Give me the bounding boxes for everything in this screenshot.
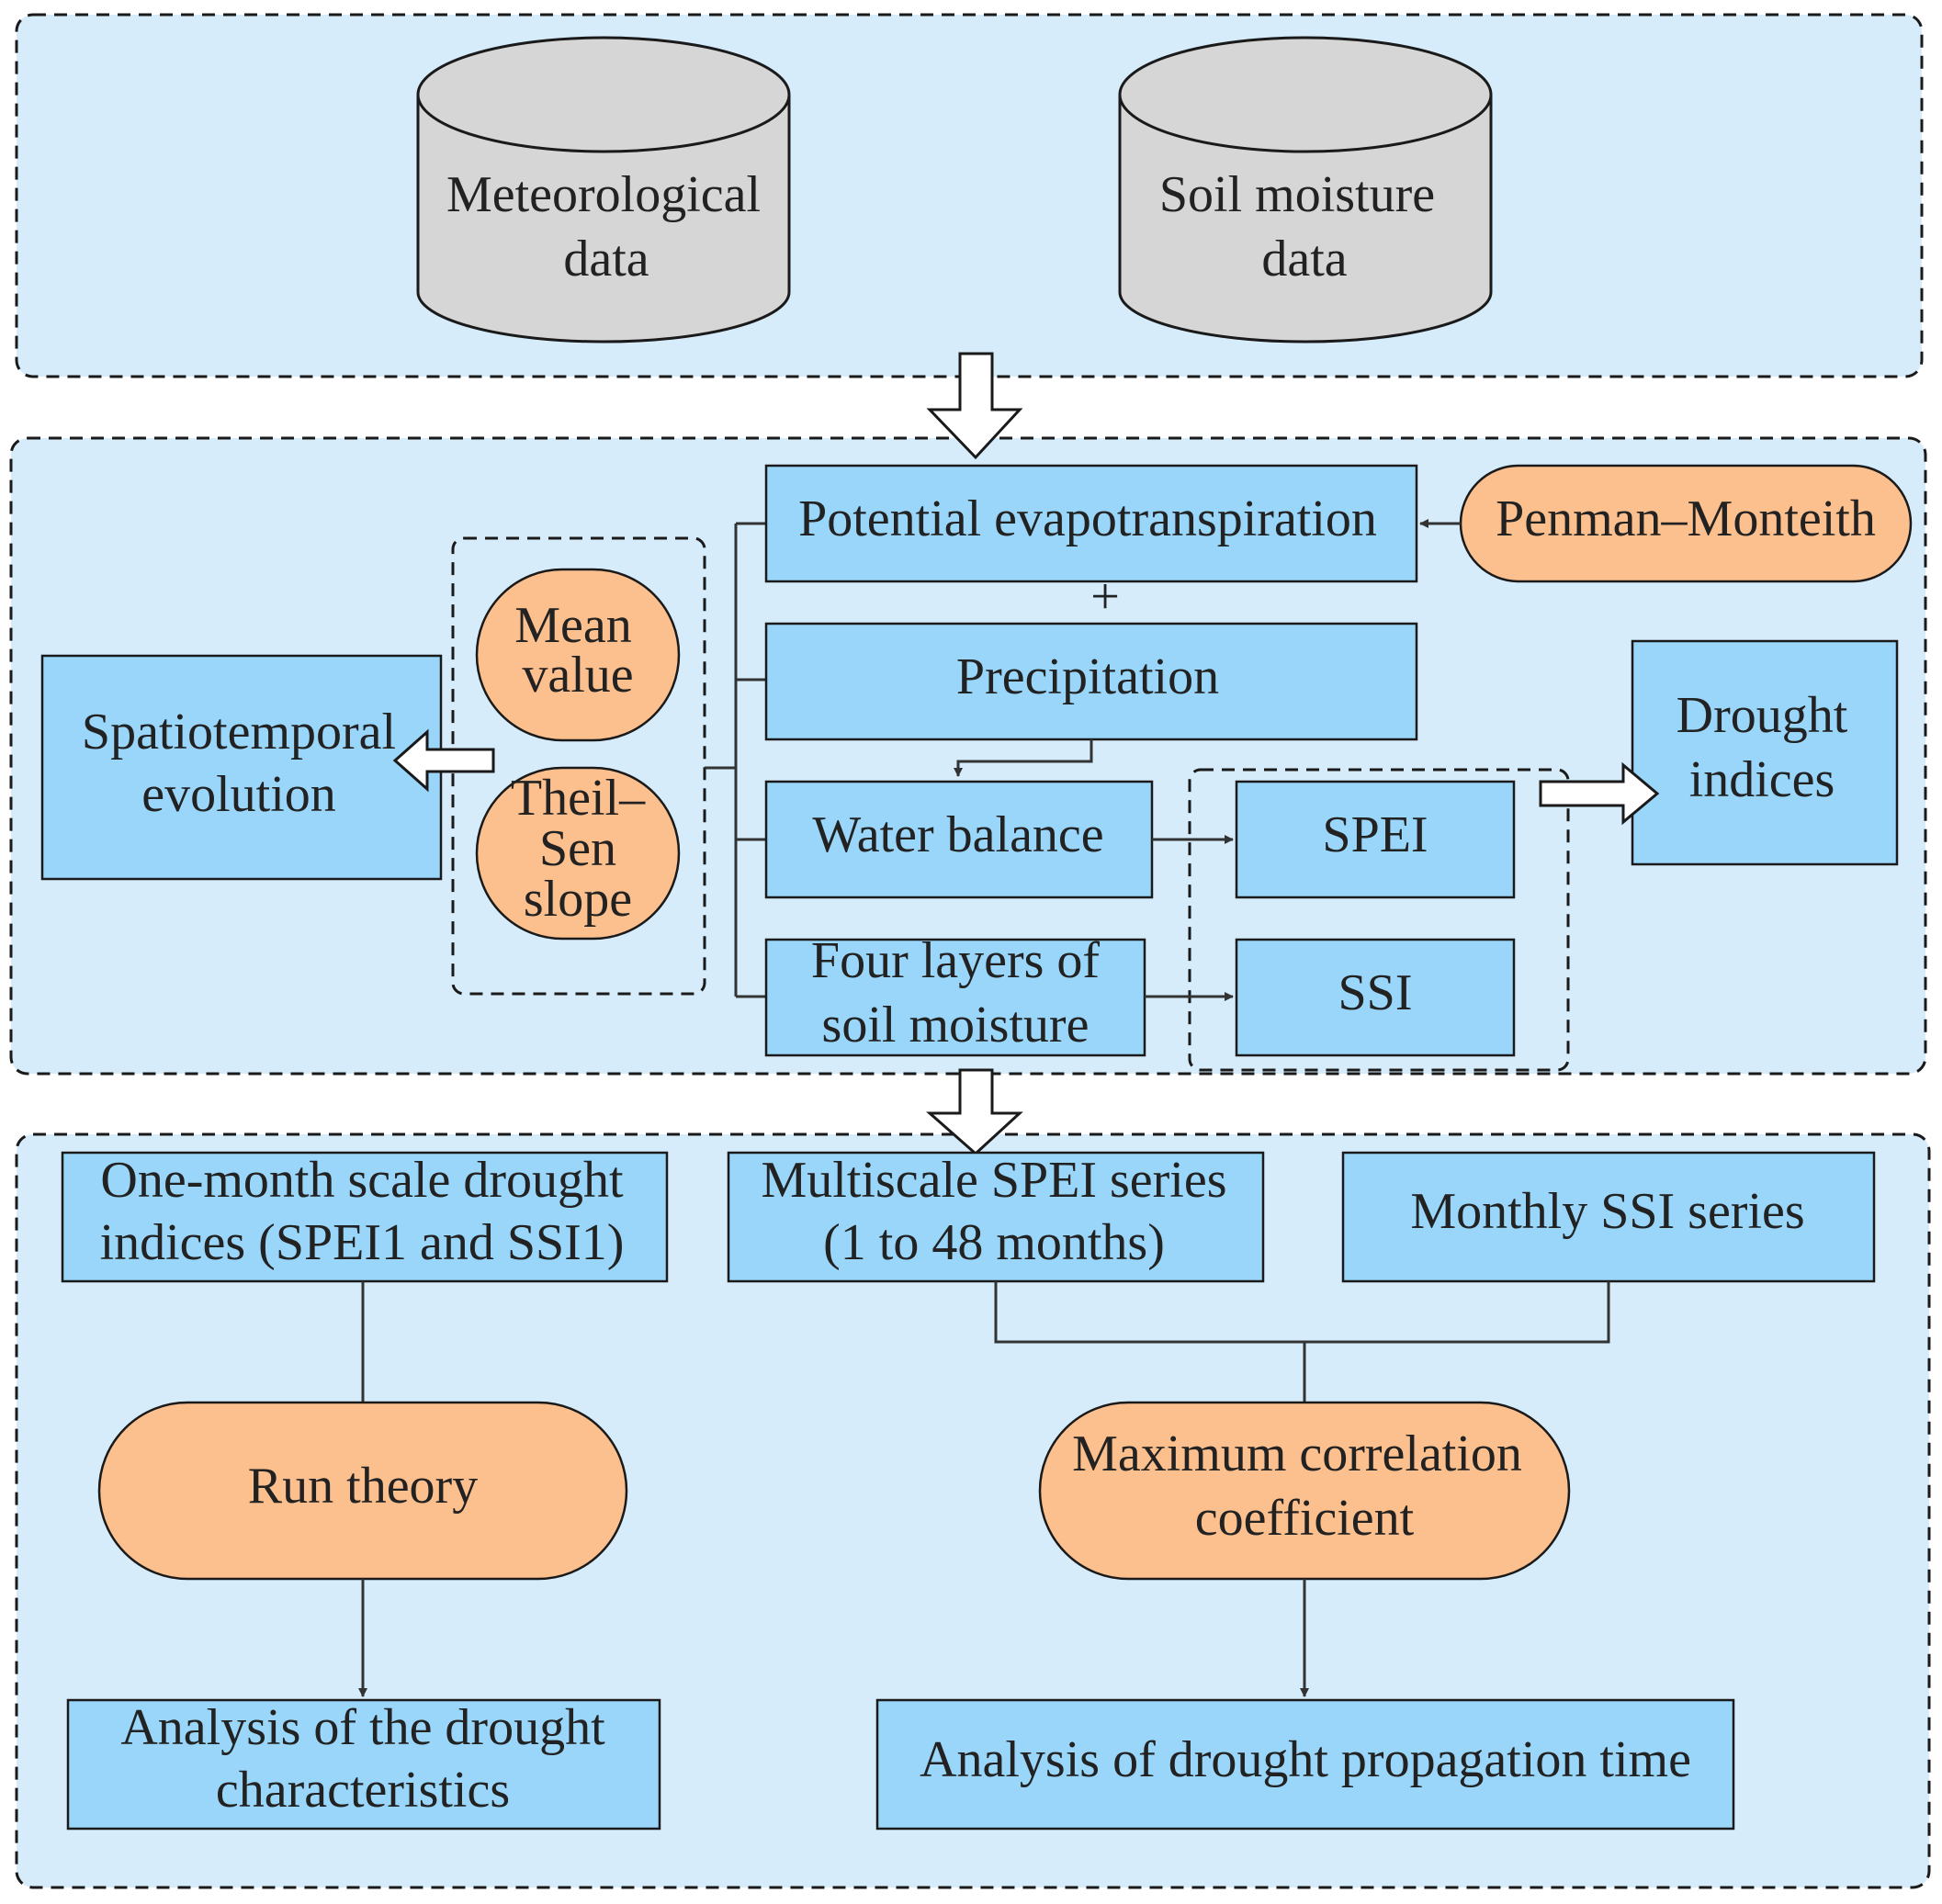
meteorological-data-label-1: Meteorological (446, 166, 761, 223)
potential-evapotranspiration-box (764, 464, 1418, 583)
drought-propagation-box (875, 1698, 1735, 1831)
multiscale-label-1: Multiscale SPEI series (761, 1152, 1226, 1209)
drought-indices-label-2: indices (1689, 751, 1835, 808)
one-month-label-1: One-month scale drought (100, 1152, 624, 1209)
series-merge-connector (994, 1281, 1610, 1403)
theil-sen-label-1: Theil– (511, 770, 646, 827)
theil-sen-label-2: Sen (539, 820, 616, 877)
drought-indices-label-1: Drought (1677, 687, 1848, 744)
soil-moisture-data-cylinder: Soil moisture data (1118, 36, 1493, 344)
precipitation-label: Precipitation (956, 648, 1219, 705)
hollow-down-arrow-2 (926, 1068, 1023, 1156)
precipitation-box (764, 622, 1418, 741)
multiscale-label-2: (1 to 48 months) (823, 1214, 1165, 1271)
meteorological-data-label-2: data (563, 231, 649, 287)
max-correlation-label-1: Maximum correlation (1072, 1425, 1522, 1482)
mean-value-oval (475, 568, 681, 742)
spatiotemporal-evolution-box (40, 654, 443, 881)
hollow-right-arrow (1539, 761, 1660, 826)
plus-sign: + (1090, 569, 1120, 625)
ssi-label: SSI (1338, 964, 1413, 1021)
bracket-branches (736, 522, 766, 998)
max-correlation-label-2: coefficient (1195, 1490, 1415, 1547)
soil-layers-label-2: soil moisture (822, 997, 1090, 1053)
soil-layers-box (764, 938, 1146, 1057)
water-balance-box (764, 780, 1154, 899)
one-month-label-2: indices (SPEI1 and SSI1) (100, 1214, 625, 1271)
ssi-box (1235, 938, 1516, 1057)
spei-box (1235, 780, 1516, 899)
soil-moisture-data-label-2: data (1261, 231, 1347, 287)
data-panel (15, 13, 1924, 378)
precipitation-to-water-balance-arrow (954, 739, 1093, 777)
theil-sen-label-3: slope (524, 871, 632, 928)
spatiotemporal-label-1: Spatiotemporal (82, 704, 396, 760)
one-month-indices-box (61, 1151, 669, 1283)
spei-label: SPEI (1322, 806, 1428, 863)
hollow-left-arrow (392, 728, 495, 793)
monthly-ssi-box (1341, 1151, 1876, 1283)
potential-evapotranspiration-label: Potential evapotranspiration (798, 490, 1377, 547)
drought-characteristics-label-2: characteristics (216, 1762, 510, 1819)
theil-sen-slope-oval (475, 766, 681, 941)
statistics-method-group (451, 536, 706, 996)
run-theory-label: Run theory (248, 1458, 478, 1515)
penman-monteith-label: Penman–Monteith (1496, 490, 1876, 547)
soil-layers-label-1: Four layers of (811, 932, 1101, 989)
drought-indices-box (1631, 639, 1899, 866)
drought-propagation-label: Analysis of drought propagation time (920, 1731, 1691, 1788)
water-balance-label: Water balance (812, 806, 1103, 863)
mean-value-label-1: Mean (514, 597, 632, 654)
drought-characteristics-box (66, 1698, 661, 1831)
soil-moisture-data-label-1: Soil moisture (1159, 166, 1435, 223)
monthly-ssi-label: Monthly SSI series (1410, 1183, 1804, 1240)
hollow-down-arrow-1 (926, 352, 1023, 460)
mean-value-label-2: value (522, 647, 633, 704)
meteorological-data-cylinder: Meteorological data (416, 36, 791, 344)
spatiotemporal-label-2: evolution (141, 766, 336, 823)
drought-characteristics-label-1: Analysis of the drought (120, 1699, 605, 1756)
index-group (1188, 768, 1570, 1072)
